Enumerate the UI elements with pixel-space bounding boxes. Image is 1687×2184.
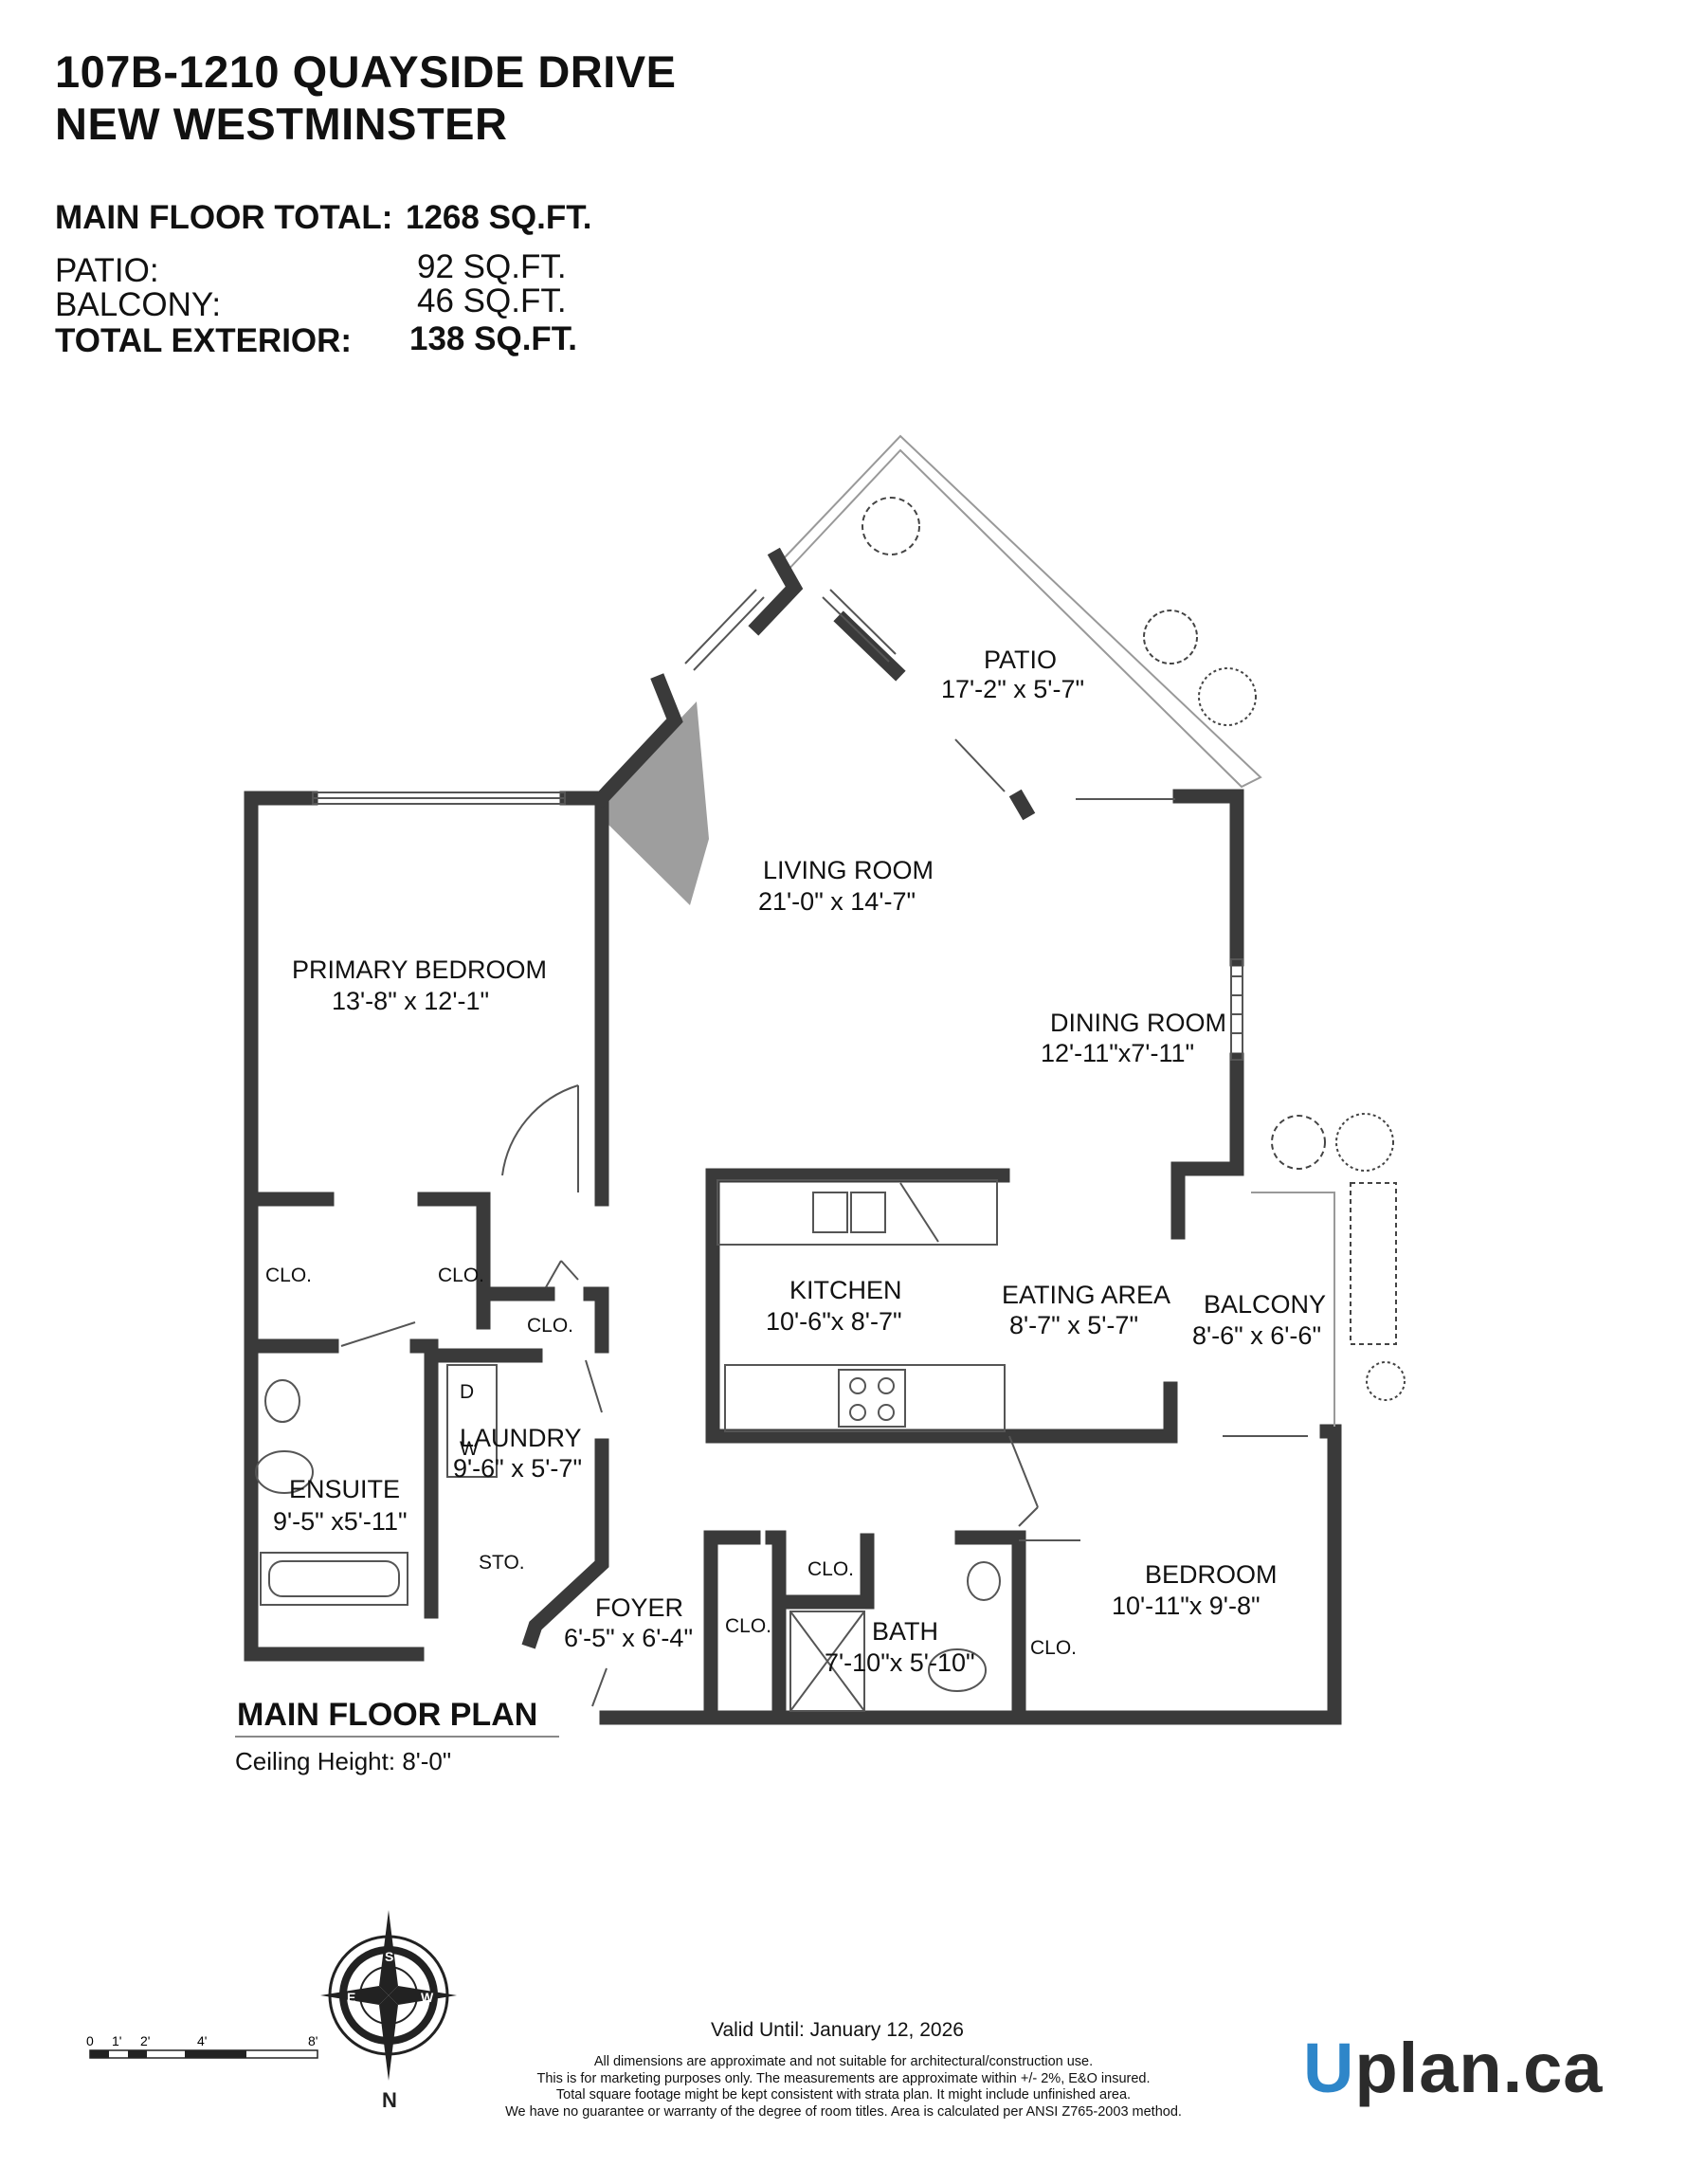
patio-label: PATIO [984,646,1057,674]
closet-label: CLO. [265,1265,312,1286]
room-labels: PATIO 17'-2" x 5'-7" LIVING ROOM 21'-0" … [265,646,1326,1677]
disclaimer-line: All dimensions are approximate and not s… [593,2054,1094,2069]
disclaimer-line: We have no guarantee or warranty of the … [505,2103,1182,2120]
eating-area-size: 8'-7" x 5'-7" [1009,1311,1138,1339]
walls [244,547,1342,1725]
closet-label: CLO. [725,1615,771,1637]
disclaimer-line: This is for marketing purposes only. The… [536,2070,1151,2086]
scale-bar: 0 1' 2' 4' 8' [86,2033,318,2059]
scale-label: 2' [140,2033,150,2048]
scale-label: 4' [197,2033,207,2048]
closet-label: CLO. [807,1558,854,1580]
main-floor-label: MAIN FLOOR TOTAL: [55,199,393,236]
eating-area-label: EATING AREA [1002,1281,1170,1309]
fireplace [607,701,709,905]
ensuite-label: ENSUITE [289,1475,400,1503]
laundry-size: 9'-6" x 5'-7" [453,1454,582,1483]
patio-area-label: PATIO: [55,252,159,289]
bath-label: BATH [872,1617,938,1646]
total-exterior-value: 138 SQ.FT. [409,320,578,357]
compass-icon: N E S W [320,1910,457,2112]
dining-room-size: 12'-11"x7'-11" [1041,1039,1194,1067]
address-line-2: NEW WESTMINSTER [55,99,508,149]
kitchen-fixtures [717,1179,1006,1432]
closet-label: CLO. [1030,1637,1077,1659]
dining-room-label: DINING ROOM [1050,1009,1226,1037]
kitchen-label: KITCHEN [789,1276,902,1304]
balcony-size: 8'-6" x 6'-6" [1192,1321,1321,1350]
bath-size: 7'-10"x 5'-10" [825,1648,975,1677]
address-line-1: 107B-1210 QUAYSIDE DRIVE [55,46,677,97]
laundry-label: LAUNDRY [460,1424,582,1452]
balcony-outline [1251,1192,1335,1427]
scale-label: 8' [308,2033,317,2048]
ensuite-size: 9'-5" x5'-11" [273,1507,408,1536]
bedroom-label: BEDROOM [1145,1560,1278,1589]
foyer-size: 6'-5" x 6'-4" [564,1624,693,1652]
logo-u: U [1303,2029,1355,2107]
bathroom-fixtures [255,1364,1001,1712]
patio-area-value: 92 SQ.FT. [417,248,567,285]
patio-outline [784,434,1262,789]
plan-title: MAIN FLOOR PLAN [237,1697,538,1733]
uplan-logo: Uplan.ca [1303,2033,1603,2103]
disclaimer-line: Total square footage might be kept consi… [555,2087,1132,2102]
logo-text: plan.ca [1354,2029,1604,2107]
primary-bedroom-label: PRIMARY BEDROOM [292,956,547,984]
landscape-trees [862,497,1406,1401]
washer-label: W [460,1438,479,1460]
compass-letter-s: S [385,1949,393,1964]
compass-letter-n: N [382,2088,397,2112]
scale-label: 0 [86,2033,94,2048]
dryer-label: D [460,1381,474,1403]
kitchen-size: 10'-6"x 8'-7" [766,1307,902,1336]
disclaimer: All dimensions are approximate and not s… [436,2054,1251,2120]
primary-bedroom-size: 13'-8" x 12'-1" [332,987,489,1015]
bedroom-size: 10'-11"x 9'-8" [1112,1592,1261,1620]
balcony-area-label: BALCONY: [55,286,222,323]
compass-letter-e: E [347,1990,355,2005]
compass-letter-w: W [421,1990,434,2005]
balcony-area-value: 46 SQ.FT. [417,282,567,319]
scale-label: 1' [112,2033,121,2048]
patio-size: 17'-2" x 5'-7" [941,675,1084,703]
living-room-label: LIVING ROOM [763,856,934,884]
balcony-label: BALCONY [1204,1290,1326,1319]
ceiling-height: Ceiling Height: 8'-0" [235,1747,452,1775]
windows [312,589,1243,1061]
total-exterior-label: TOTAL EXTERIOR: [55,322,353,359]
closet-label: CLO. [527,1315,573,1337]
foyer-label: FOYER [595,1593,683,1622]
storage-label: STO. [479,1552,525,1574]
valid-until: Valid Until: January 12, 2026 [711,2019,964,2041]
closet-label: CLO. [438,1265,484,1286]
main-floor-value: 1268 SQ.FT. [406,199,592,236]
living-room-size: 21'-0" x 14'-7" [758,887,916,916]
doors [340,738,1308,1707]
